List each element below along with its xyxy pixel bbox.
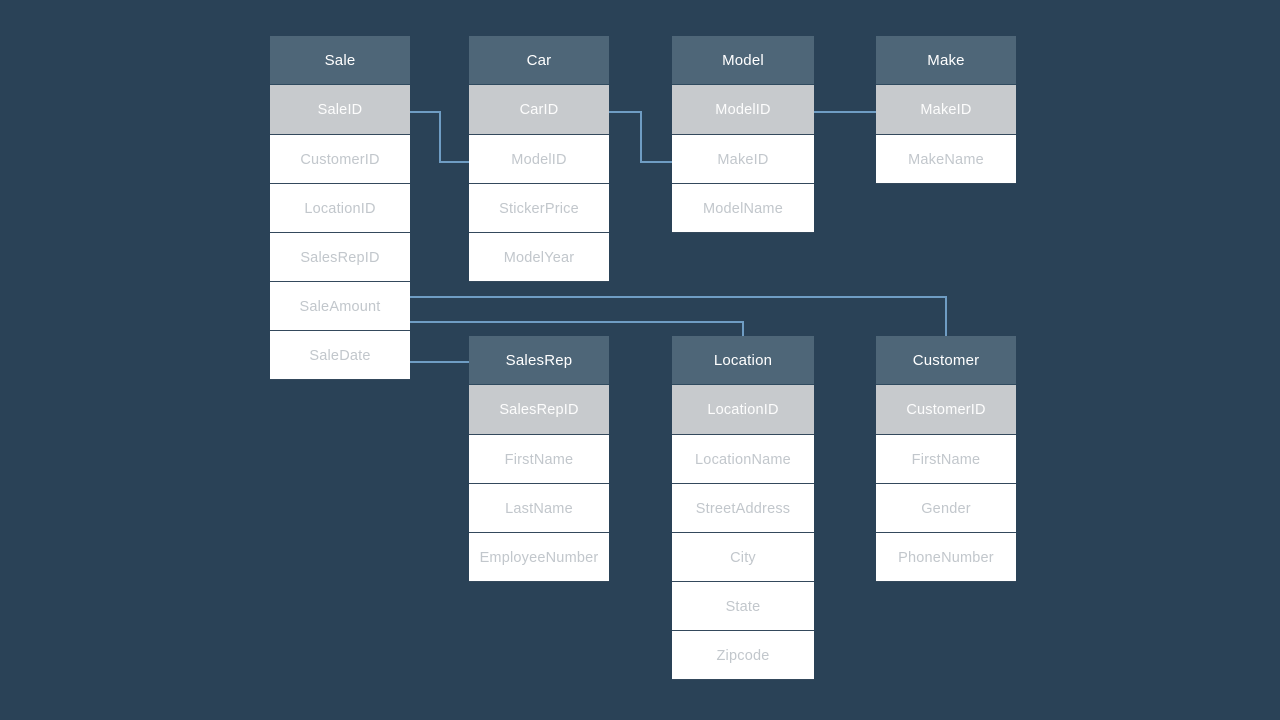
primary-key-row-make-makeid[interactable]: MakeID [876,85,1016,135]
primary-key-row-customer-customerid[interactable]: CustomerID [876,385,1016,435]
primary-key-row-model-modelid[interactable]: ModelID [672,85,814,135]
primary-key-row-sale-saleid[interactable]: SaleID [270,85,410,135]
table-header-sale: Sale [270,36,410,85]
column-row-customer-firstname[interactable]: FirstName [876,434,1016,484]
column-row-model-modelname[interactable]: ModelName [672,183,814,233]
column-row-make-makename[interactable]: MakeName [876,134,1016,184]
column-row-sale-saledate[interactable]: SaleDate [270,330,410,380]
primary-key-row-location-locationid[interactable]: LocationID [672,385,814,435]
column-row-salesrep-lastname[interactable]: LastName [469,483,609,533]
primary-key-row-salesrep-salesrepid[interactable]: SalesRepID [469,385,609,435]
table-header-make: Make [876,36,1016,85]
column-row-customer-phonenumber[interactable]: PhoneNumber [876,532,1016,582]
column-row-car-modelid[interactable]: ModelID [469,134,609,184]
primary-key-row-car-carid[interactable]: CarID [469,85,609,135]
table-header-car: Car [469,36,609,85]
column-row-customer-gender[interactable]: Gender [876,483,1016,533]
column-row-sale-salesrepid[interactable]: SalesRepID [270,232,410,282]
column-row-car-stickerprice[interactable]: StickerPrice [469,183,609,233]
column-row-sale-saleamount[interactable]: SaleAmount [270,281,410,331]
column-row-location-zipcode[interactable]: Zipcode [672,630,814,680]
table-header-salesrep: SalesRep [469,336,609,385]
column-row-location-state[interactable]: State [672,581,814,631]
column-row-salesrep-employeenumber[interactable]: EmployeeNumber [469,532,609,582]
table-header-customer: Customer [876,336,1016,385]
column-row-location-city[interactable]: City [672,532,814,582]
rel-car-sale [409,111,470,163]
column-row-location-locationname[interactable]: LocationName [672,434,814,484]
table-header-model: Model [672,36,814,85]
table-header-location: Location [672,336,814,385]
column-row-model-makeid[interactable]: MakeID [672,134,814,184]
column-row-sale-customerid[interactable]: CustomerID [270,134,410,184]
column-row-car-modelyear[interactable]: ModelYear [469,232,609,282]
rel-model-car [608,111,673,163]
rel-location-sale [409,321,744,337]
column-row-location-streetaddress[interactable]: StreetAddress [672,483,814,533]
column-row-salesrep-firstname[interactable]: FirstName [469,434,609,484]
rel-customer-sale [409,296,947,337]
column-row-sale-locationid[interactable]: LocationID [270,183,410,233]
